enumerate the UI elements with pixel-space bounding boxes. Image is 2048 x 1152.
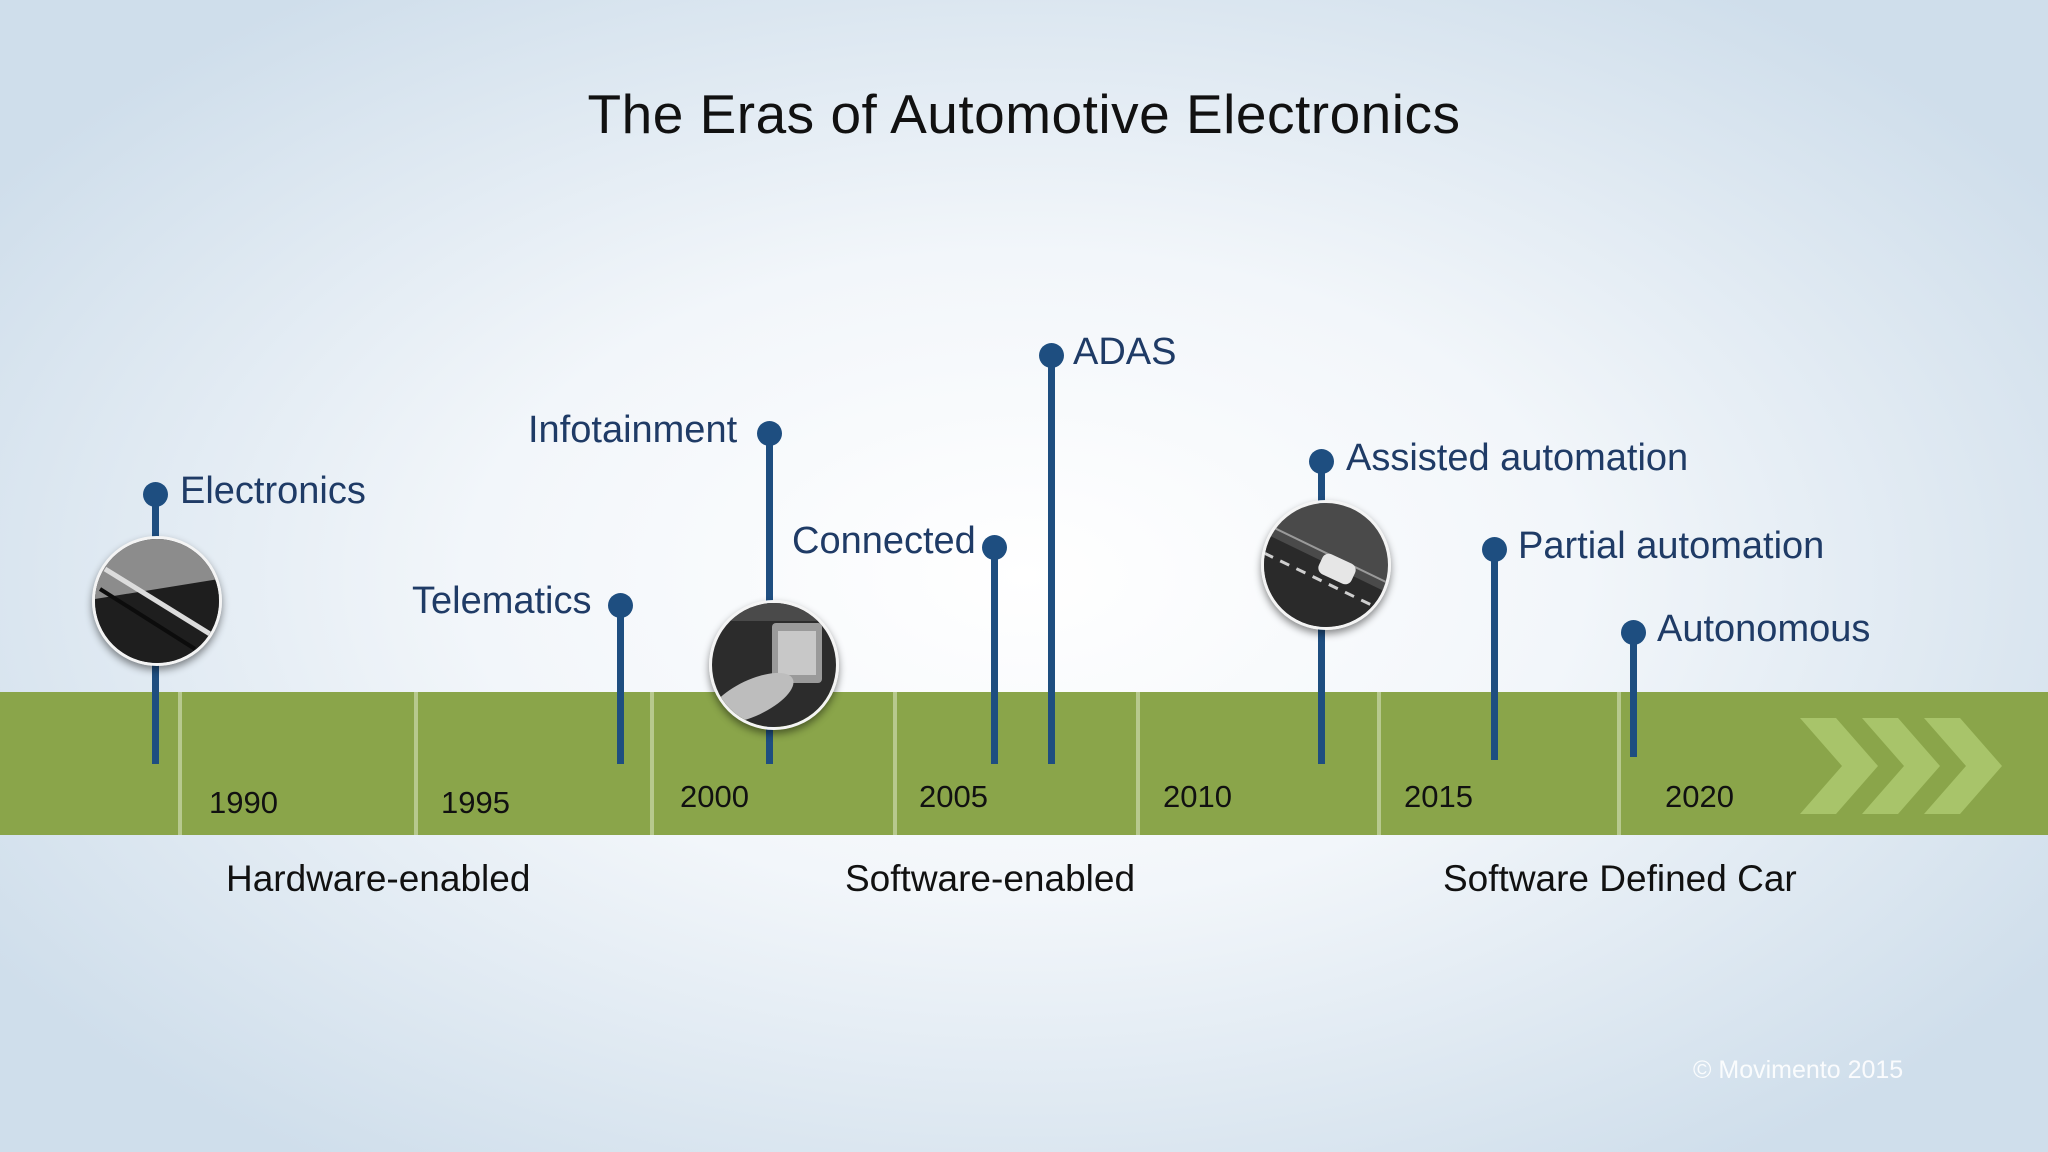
milestone-stem — [1630, 633, 1637, 757]
timeline-divider — [1617, 692, 1621, 835]
milestone-label: Electronics — [180, 470, 366, 513]
year-label: 2020 — [1665, 779, 1734, 815]
copyright-notice: © Movimento 2015 — [1693, 1056, 1903, 1085]
year-label: 2010 — [1163, 779, 1232, 815]
year-label: 2015 — [1404, 779, 1473, 815]
milestone-label: Autonomous — [1657, 608, 1870, 651]
timeline-divider — [893, 692, 897, 835]
page-title: The Eras of Automotive Electronics — [0, 82, 2048, 146]
year-label: 1995 — [441, 785, 510, 821]
milestone-label: Partial automation — [1518, 525, 1824, 568]
milestone-label: Connected — [792, 520, 976, 563]
milestone-dot — [143, 482, 168, 507]
milestone-stem — [1048, 356, 1055, 764]
timeline-divider — [1377, 692, 1381, 835]
timeline-divider — [414, 692, 418, 835]
timeline-band — [0, 692, 2048, 835]
milestone-label: Telematics — [412, 580, 592, 623]
milestone-dot — [982, 535, 1007, 560]
milestone-dot — [608, 593, 633, 618]
era-label-software: Software-enabled — [845, 858, 1135, 900]
milestone-dot — [1039, 343, 1064, 368]
year-label: 2005 — [919, 779, 988, 815]
car-on-road-photo — [1261, 500, 1391, 630]
touchscreen-photo — [709, 600, 839, 730]
era-label-software-defined: Software Defined Car — [1443, 858, 1797, 900]
milestone-label: Assisted automation — [1346, 437, 1688, 480]
milestone-label: Infotainment — [528, 409, 737, 452]
milestone-dot — [1621, 620, 1646, 645]
milestone-stem — [991, 548, 998, 764]
milestone-dot — [1309, 449, 1334, 474]
milestone-label: ADAS — [1073, 331, 1176, 374]
timeline-divider — [178, 692, 182, 835]
milestone-dot — [1482, 537, 1507, 562]
timeline-divider — [650, 692, 654, 835]
era-label-hardware: Hardware-enabled — [226, 858, 530, 900]
year-label: 2000 — [680, 779, 749, 815]
milestone-dot — [757, 421, 782, 446]
timeline-divider — [1136, 692, 1140, 835]
windshield-wiper-photo — [92, 536, 222, 666]
milestone-stem — [617, 606, 624, 764]
milestone-stem — [1491, 550, 1498, 760]
forward-chevrons-icon — [1800, 718, 2010, 814]
year-label: 1990 — [209, 785, 278, 821]
